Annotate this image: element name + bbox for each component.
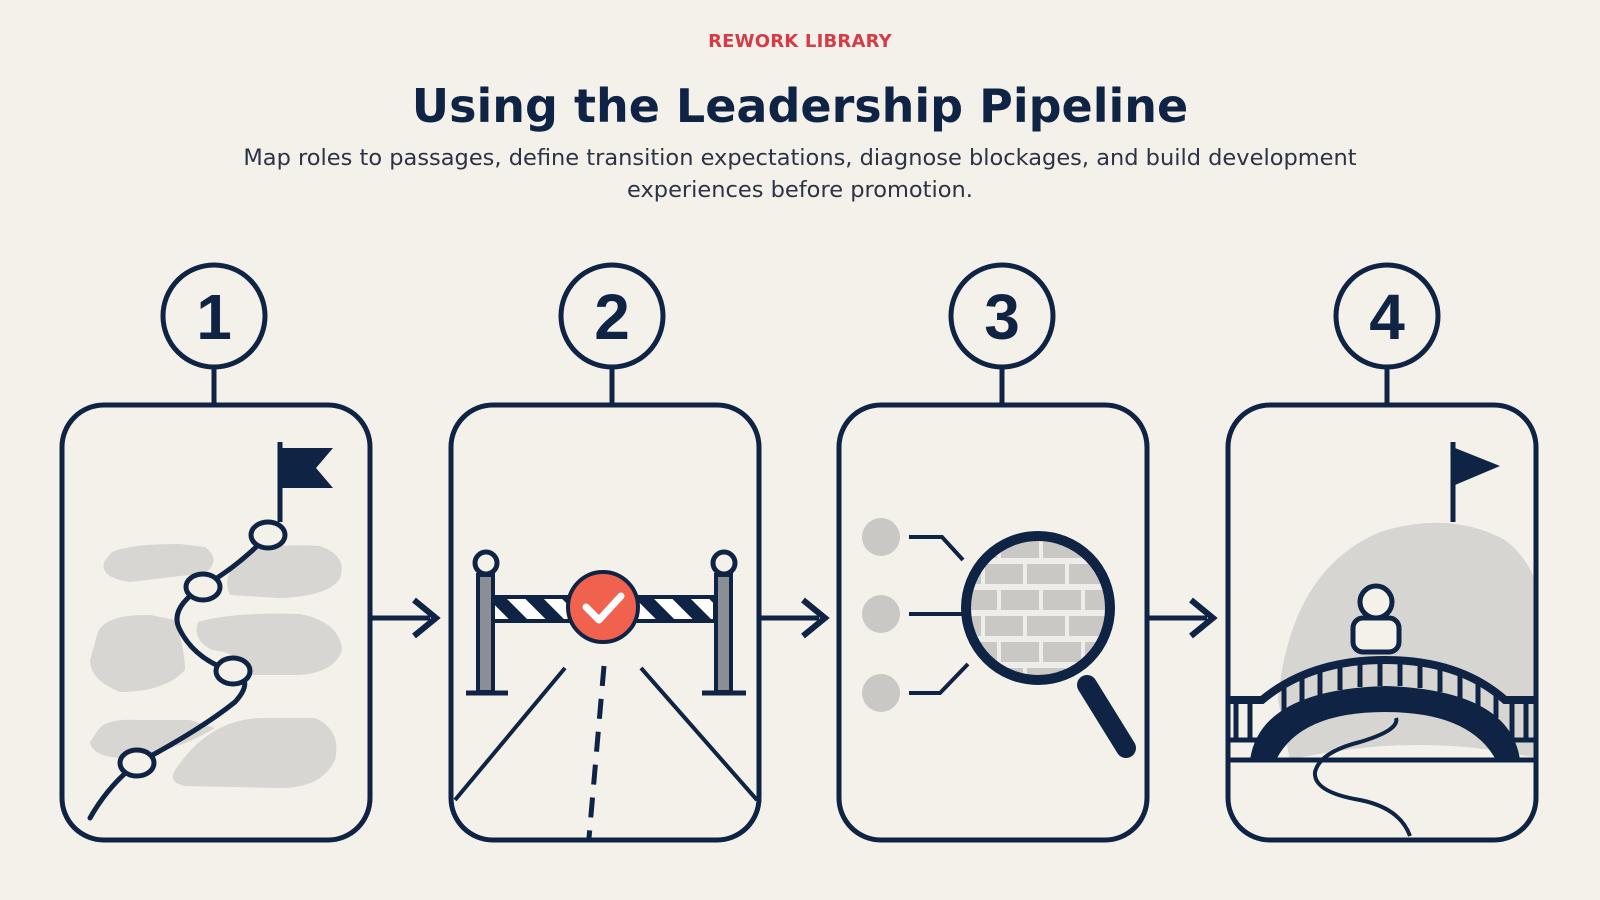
winding-path-to-flag-icon — [87, 442, 342, 821]
bridge-crossing-icon — [1225, 402, 1539, 843]
step-4-badge: 4 — [1333, 262, 1441, 405]
step-3-badge: 3 — [948, 262, 1056, 405]
arrow-right-icon — [372, 597, 441, 639]
step-1-badge: 1 — [160, 262, 268, 405]
page-subtitle: Map roles to passages, define transition… — [243, 145, 1357, 203]
step-number: 4 — [1369, 281, 1405, 353]
arrow-right-icon — [761, 597, 830, 639]
step-1: 1 — [59, 262, 373, 843]
step-2-badge: 2 — [558, 262, 666, 405]
checkpoint-gate-icon — [453, 549, 759, 839]
step-3: 3 — [836, 262, 1150, 843]
page-title: Using the Leadership Pipeline — [411, 79, 1189, 133]
eyebrow-label: REWORK LIBRARY — [708, 31, 892, 52]
arrow-right-icon — [1149, 597, 1218, 639]
step-4: 4 — [1225, 262, 1539, 843]
step-number: 2 — [594, 281, 630, 353]
step-2: 2 — [448, 262, 762, 843]
step-number: 3 — [984, 281, 1020, 353]
step-number: 1 — [196, 281, 232, 353]
step-4-card — [1225, 402, 1539, 843]
magnifier-brick-wall-icon — [862, 518, 1136, 758]
